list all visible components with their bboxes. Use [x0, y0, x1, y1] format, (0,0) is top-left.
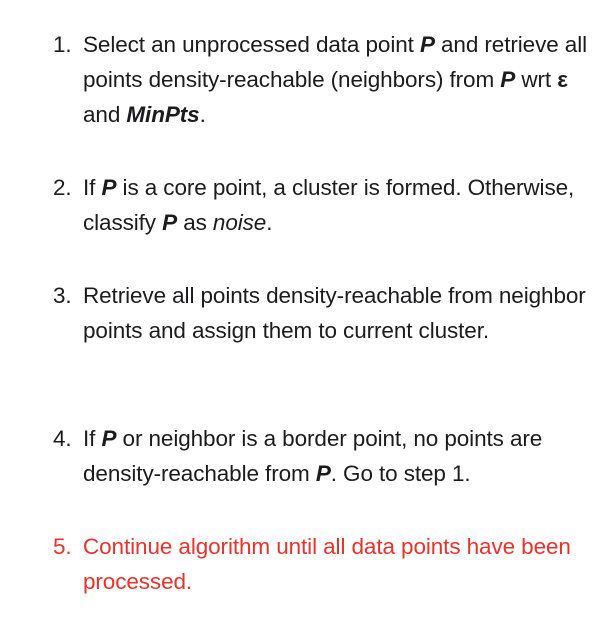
step-3: 3. Retrieve all points density-reachable…	[53, 278, 598, 348]
text-run: Continue algorithm until all data points…	[83, 534, 571, 594]
text-run-emphasis: P	[101, 175, 117, 200]
step-text: Continue algorithm until all data points…	[53, 529, 598, 599]
text-run: wrt	[515, 67, 558, 92]
text-run-emphasis: P	[419, 32, 435, 57]
text-run: If	[83, 175, 102, 200]
text-run-emphasis: P	[315, 461, 331, 486]
text-run: . Go to step 1.	[330, 461, 471, 486]
step-number: 1.	[53, 32, 72, 57]
step-number: 2.	[53, 175, 72, 200]
text-run: .	[199, 102, 206, 127]
step-text: Retrieve all points density-reachable fr…	[53, 278, 598, 348]
step-2: 2. If P is a core point, a cluster is fo…	[53, 170, 598, 240]
text-run: and retrieve all points density-reachabl…	[83, 32, 587, 92]
step-5: 5. Continue algorithm until all data poi…	[53, 529, 598, 599]
text-run: Retrieve all points density-reachable fr…	[83, 283, 586, 343]
text-run: as	[177, 210, 213, 235]
step-4: 4. If P or neighbor is a border point, n…	[53, 421, 598, 491]
text-run-emphasis: noise	[212, 210, 267, 235]
text-run-emphasis: P	[500, 67, 516, 92]
text-run: and	[83, 102, 127, 127]
step-text: Select an unprocessed data point P and r…	[53, 27, 598, 132]
text-run: If	[83, 426, 102, 451]
text-run-emphasis: MinPts	[126, 102, 200, 127]
step-text: If P is a core point, a cluster is forme…	[53, 170, 598, 240]
text-run-emphasis: P	[101, 426, 117, 451]
text-run: Select an unprocessed data point	[83, 32, 420, 57]
text-run-emphasis: ε	[557, 67, 568, 92]
step-number: 4.	[53, 426, 72, 451]
text-run: is a core point, a cluster is formed. Ot…	[83, 175, 575, 235]
step-1: 1. Select an unprocessed data point P an…	[53, 27, 598, 132]
step-number: 5.	[53, 534, 72, 559]
step-text: If P or neighbor is a border point, no p…	[53, 421, 598, 491]
text-run-emphasis: P	[162, 210, 178, 235]
text-run: or neighbor is a border point, no points…	[83, 426, 543, 486]
step-number: 3.	[53, 283, 72, 308]
text-run: .	[266, 210, 273, 235]
